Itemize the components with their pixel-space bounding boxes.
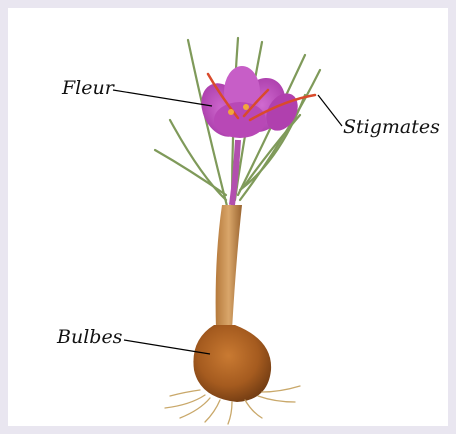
stigmas-label: Stigmates [343,116,440,138]
bulb [193,325,271,402]
stem [216,205,242,330]
bulb-label: Bulbes [57,326,122,348]
flower-leader-line [113,90,212,106]
flower-label: Fleur [62,77,114,99]
stigmas-leader-line [318,95,342,126]
